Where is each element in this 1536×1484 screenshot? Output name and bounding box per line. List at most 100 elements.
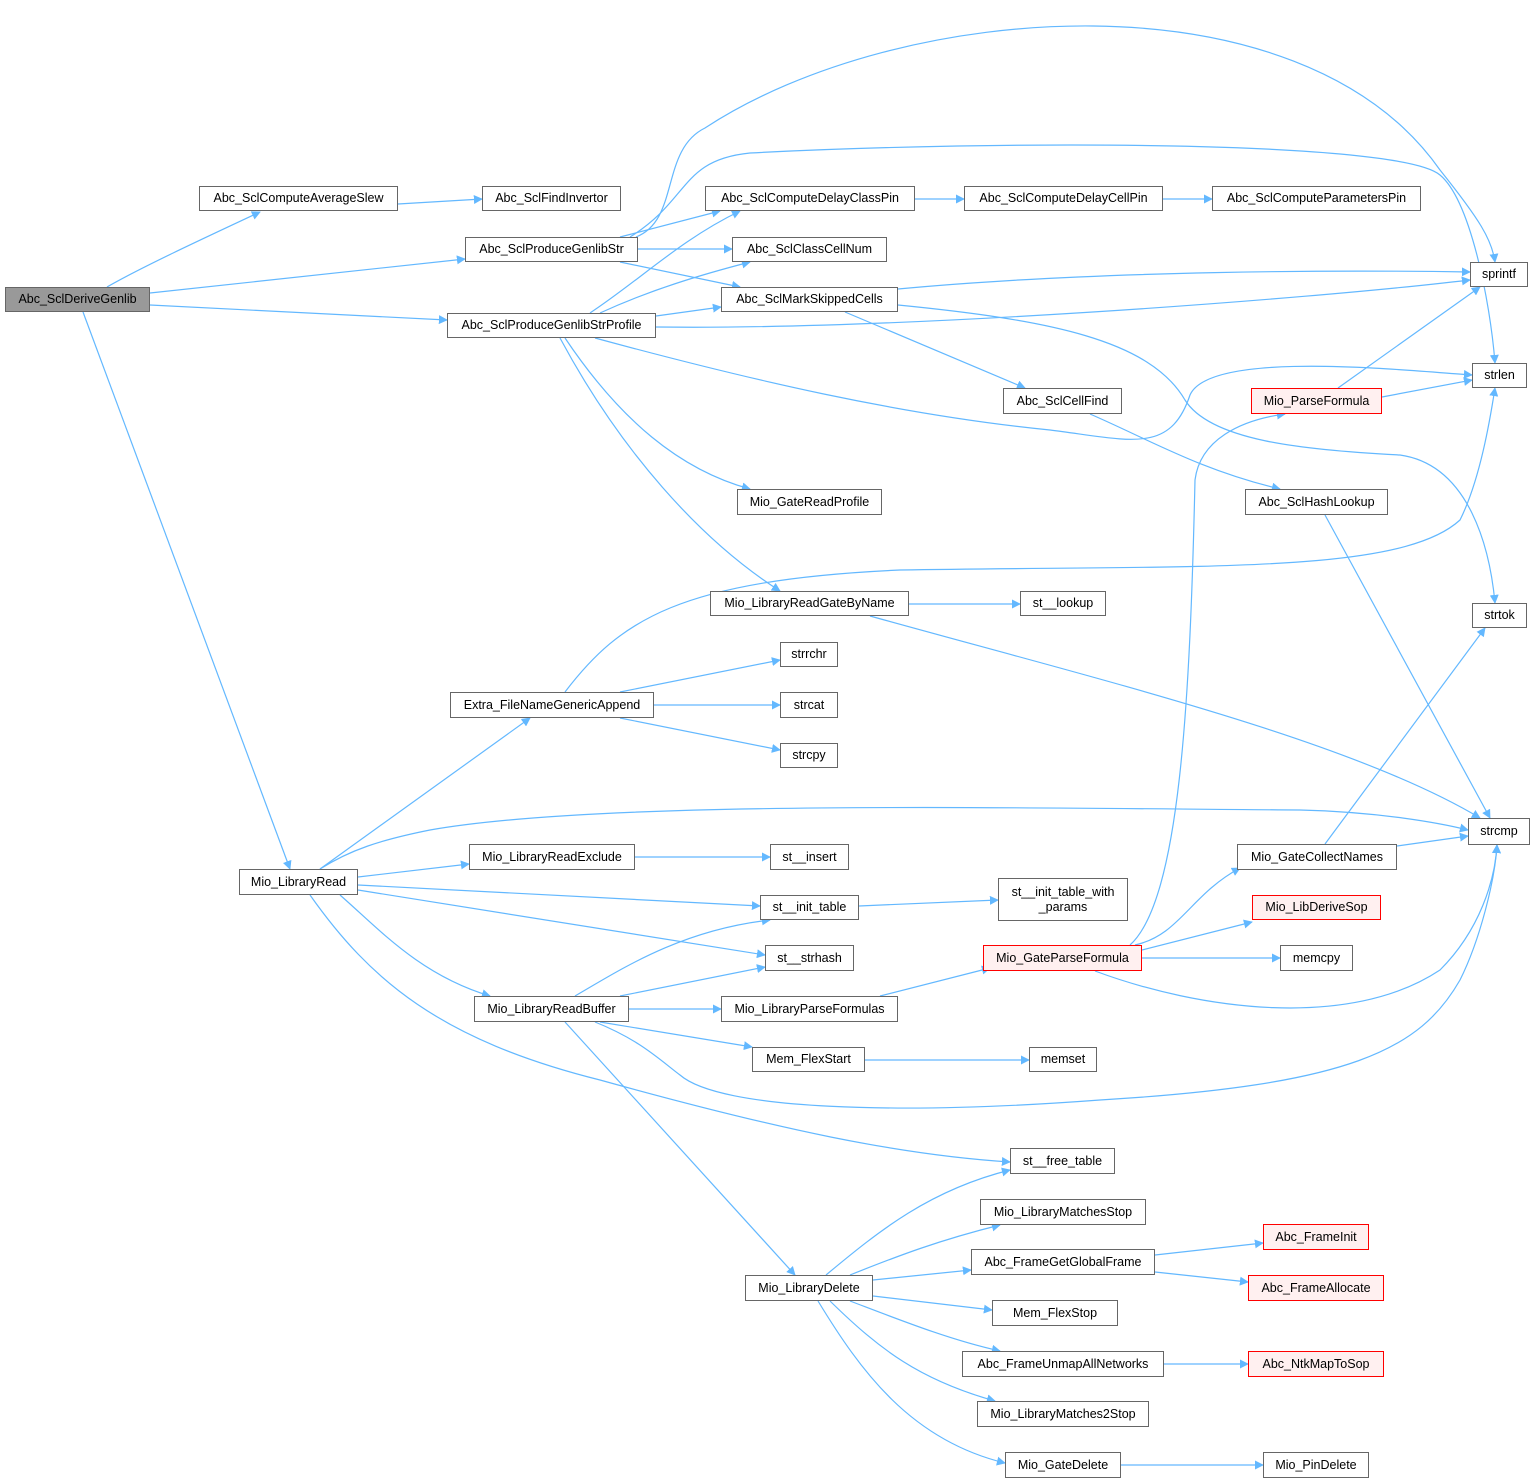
node-sprintf[interactable]: sprintf [1470, 262, 1528, 287]
node-strcmp[interactable]: strcmp [1468, 818, 1530, 845]
node-abc-sclproducegenlibstr[interactable]: Abc_SclProduceGenlibStr [465, 237, 638, 262]
node-abc-sclmarkskippedcells[interactable]: Abc_SclMarkSkippedCells [721, 287, 898, 312]
node-mio-libraryreadbuffer[interactable]: Mio_LibraryReadBuffer [474, 996, 629, 1022]
edge-mio_libraryread-to-mio_libraryreadbuffer [339, 894, 491, 998]
node-mio-gatecollectnames[interactable]: Mio_GateCollectNames [1237, 844, 1397, 870]
edge-mio_libraryread-to-st__init_table [357, 884, 761, 911]
edge-st__init_table-to-st__init_table_with_params [858, 895, 999, 907]
node-mio-parseformula[interactable]: Mio_ParseFormula [1251, 388, 1382, 414]
node-abc-sclcomputeaverageslew[interactable]: Abc_SclComputeAverageSlew [199, 186, 398, 211]
edge-abc_sclhashlookup-to-strcmp [1324, 514, 1491, 819]
edge-abc_sclproducegenlibstrprofile-to-abc_sclcomputedelayclasspin [589, 210, 741, 314]
edge-abc_sclproducegenlibstrprofile-to-abc_sclclasscellnum [599, 259, 751, 314]
edge-abc_sclproducegenlibstr-to-abc_sclmarkskippedcells [619, 261, 741, 290]
node-strlen[interactable]: strlen [1472, 363, 1527, 388]
node-st-init-table-with-params[interactable]: st__init_table_with _params [998, 878, 1128, 921]
node-mio-librarymatches2stop[interactable]: Mio_LibraryMatches2Stop [977, 1401, 1149, 1427]
node-abc-sclhashlookup[interactable]: Abc_SclHashLookup [1245, 489, 1388, 515]
edge-mio_libraryread-to-extra_filenamegenericappend [319, 717, 531, 870]
edge-abc_sclmarkskippedcells-to-strtok [897, 304, 1499, 604]
node-mio-libraryread[interactable]: Mio_LibraryRead [239, 869, 358, 895]
edge-mio_libraryread-to-strcmp [319, 806, 1469, 870]
node-abc-sclproducegenlibstrprofile[interactable]: Abc_SclProduceGenlibStrProfile [447, 313, 656, 338]
edge-mio_libraryreadgatebyname-to-strcmp [869, 615, 1481, 819]
node-abc-frameunmapallnetworks[interactable]: Abc_FrameUnmapAllNetworks [962, 1351, 1164, 1377]
node-mio-libderivesop[interactable]: Mio_LibDeriveSop [1252, 895, 1381, 920]
edge-abc_sclderivegenlib-to-abc_sclproducegenlibstr [149, 255, 466, 294]
node-st-lookup[interactable]: st__lookup [1020, 591, 1106, 616]
edge-mio_gateparseformula-to-mio_gatecollectnames [1134, 867, 1241, 946]
node-mio-gatedelete[interactable]: Mio_GateDelete [1005, 1452, 1121, 1478]
node-memcpy[interactable]: memcpy [1280, 945, 1353, 971]
edge-mio_libraryreadbuffer-to-strcmp [594, 844, 1502, 1109]
node-mem-flexstop[interactable]: Mem_FlexStop [992, 1300, 1118, 1326]
node-abc-sclcomputedelayclasspin[interactable]: Abc_SclComputeDelayClassPin [705, 186, 915, 211]
node-abc-sclderivegenlib[interactable]: Abc_SclDeriveGenlib [5, 287, 150, 312]
edge-mio_librarydelete-to-mio_librarymatchesstop [849, 1222, 1001, 1276]
edge-extra_filenamegenericappend-to-strrchr [619, 657, 781, 693]
edge-mio_gateparseformula-to-strcmp [1094, 844, 1502, 1009]
node-abc-sclcomputedelaycellpin[interactable]: Abc_SclComputeDelayCellPin [964, 186, 1163, 211]
edge-abc_sclmarkskippedcells-to-abc_sclcellfind [844, 311, 1026, 389]
edge-mio_gatecollectnames-to-strcmp [1396, 832, 1469, 847]
node-abc-sclcellfind[interactable]: Abc_SclCellFind [1003, 388, 1122, 414]
edge-abc_sclcellfind-to-abc_sclhashlookup [1089, 413, 1281, 492]
node-st-strhash[interactable]: st__strhash [765, 945, 854, 971]
edge-abc_framegetglobalframe-to-abc_frameinit [1154, 1239, 1264, 1256]
edge-abc_sclproducegenlibstrprofile-to-abc_sclmarkskippedcells [655, 303, 722, 317]
node-abc-frameallocate[interactable]: Abc_FrameAllocate [1248, 1275, 1384, 1301]
edge-mio_parseformula-to-strlen [1381, 377, 1473, 398]
edge-mio_libraryread-to-st__free_table [309, 894, 1011, 1166]
node-mio-pindelete[interactable]: Mio_PinDelete [1263, 1452, 1369, 1478]
edge-mio_parseformula-to-sprintf [1337, 286, 1481, 389]
node-abc-sclfindinvertor[interactable]: Abc_SclFindInvertor [482, 186, 621, 211]
edge-abc_sclproducegenlibstrprofile-to-mio_gatereadprofile [564, 337, 751, 492]
edge-mio_libraryreadbuffer-to-st__init_table [574, 916, 771, 997]
node-mio-librarymatchesstop[interactable]: Mio_LibraryMatchesStop [980, 1199, 1146, 1225]
edge-mio_librarydelete-to-abc_frameunmapallnetworks [849, 1300, 1001, 1354]
node-abc-ntkmaptosop[interactable]: Abc_NtkMapToSop [1248, 1351, 1384, 1377]
node-strrchr[interactable]: strrchr [780, 642, 838, 667]
edge-abc_framegetglobalframe-to-abc_frameallocate [1154, 1271, 1249, 1286]
edge-abc_sclproducegenlibstr-to-abc_sclcomputedelayclasspin [619, 208, 721, 238]
edge-abc_sclproducegenlibstr-to-sprintf [635, 25, 1499, 263]
node-st-insert[interactable]: st__insert [770, 844, 849, 870]
edge-mio_libraryread-to-st__strhash [357, 889, 766, 959]
edge-abc_sclproducegenlibstr-to-strlen [629, 144, 1499, 364]
edge-abc_sclproducegenlibstrprofile-to-sprintf [655, 276, 1471, 328]
node-mio-libraryparseformulas[interactable]: Mio_LibraryParseFormulas [721, 996, 898, 1022]
node-abc-sclclasscellnum[interactable]: Abc_SclClassCellNum [732, 237, 887, 262]
node-mio-libraryreadexclude[interactable]: Mio_LibraryReadExclude [469, 844, 635, 870]
node-strcat[interactable]: strcat [780, 692, 838, 718]
node-st-init-table[interactable]: st__init_table [760, 895, 859, 920]
edge-extra_filenamegenericappend-to-strcpy [619, 717, 781, 753]
node-mio-gateparseformula[interactable]: Mio_GateParseFormula [983, 945, 1142, 971]
edge-mio_gateparseformula-to-mio_libderivesop [1141, 919, 1253, 951]
node-abc-framegetglobalframe[interactable]: Abc_FrameGetGlobalFrame [971, 1249, 1155, 1275]
node-strcpy[interactable]: strcpy [780, 743, 838, 768]
edge-extra_filenamegenericappend-to-strlen [564, 387, 1499, 693]
node-extra-filenamegenericappend[interactable]: Extra_FileNameGenericAppend [450, 692, 654, 718]
edge-abc_sclderivegenlib-to-mio_libraryread [82, 311, 292, 870]
edge-abc_sclmarkskippedcells-to-sprintf [897, 267, 1471, 290]
node-mem-flexstart[interactable]: Mem_FlexStart [752, 1047, 865, 1072]
edge-mio_gateparseformula-to-mio_parseformula [1129, 410, 1286, 946]
edge-mio_gatecollectnames-to-strtok [1324, 627, 1486, 845]
node-mio-libraryreadgatebyname[interactable]: Mio_LibraryReadGateByName [710, 591, 909, 616]
node-mio-gatereadprofile[interactable]: Mio_GateReadProfile [737, 489, 882, 515]
edge-mio_librarydelete-to-mio_gatedelete [817, 1300, 1006, 1466]
node-mio-librarydelete[interactable]: Mio_LibraryDelete [745, 1275, 873, 1301]
edge-mio_librarydelete-to-mem_flexstop [872, 1295, 993, 1314]
edge-mio_libraryreadbuffer-to-mem_flexstart [599, 1021, 753, 1051]
edge-mio_libraryread-to-mio_libraryreadexclude [357, 860, 470, 878]
node-st-free-table[interactable]: st__free_table [1010, 1148, 1115, 1174]
edge-abc_sclderivegenlib-to-abc_sclproducegenlibstrprofile [149, 304, 448, 325]
edge-mio_librarydelete-to-st__free_table [825, 1167, 1011, 1276]
edge-mio_librarydelete-to-abc_framegetglobalframe [872, 1266, 972, 1281]
node-strtok[interactable]: strtok [1472, 603, 1527, 628]
node-abc-sclcomputeparameterspin[interactable]: Abc_SclComputeParametersPin [1212, 186, 1421, 211]
node-abc-frameinit[interactable]: Abc_FrameInit [1263, 1224, 1369, 1250]
node-memset[interactable]: memset [1029, 1047, 1097, 1072]
